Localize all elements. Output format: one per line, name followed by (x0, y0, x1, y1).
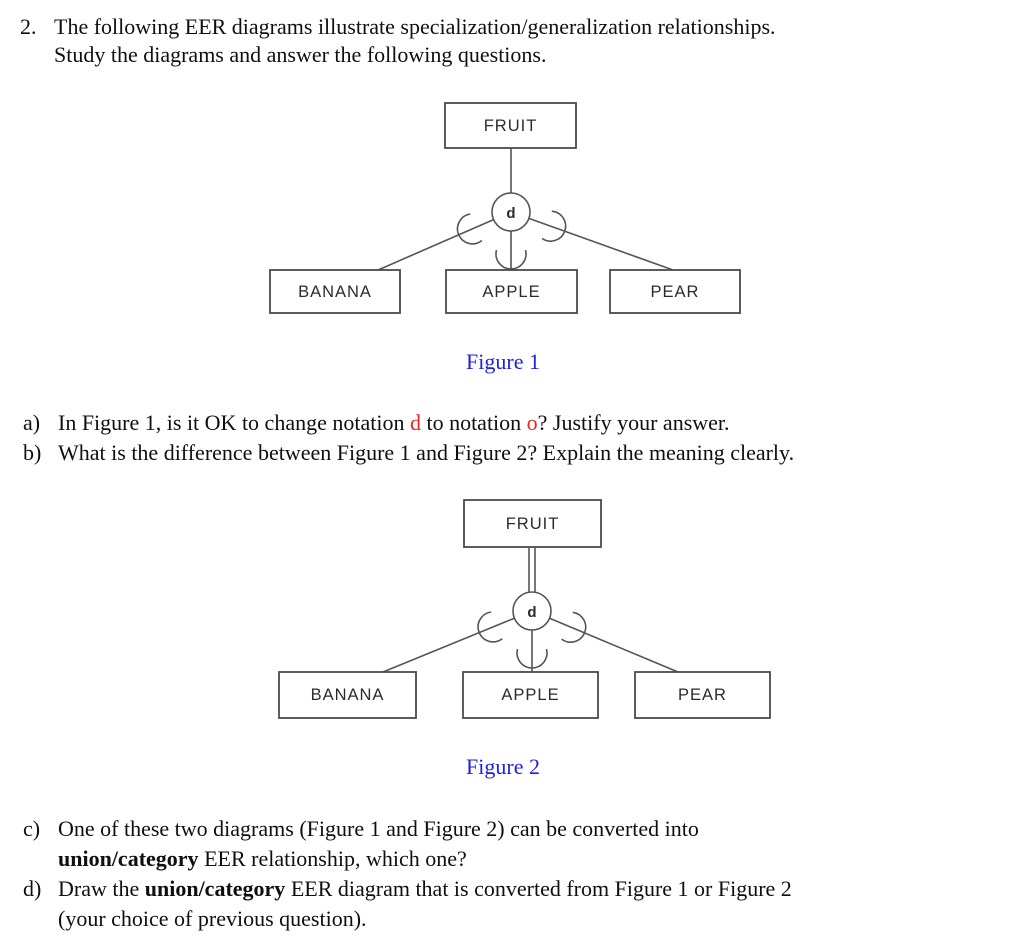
question-a: a) In Figure 1, is it OK to change notati… (23, 408, 730, 437)
intro-line-1: 2. The following EER diagrams illustrate … (20, 12, 776, 41)
question-d-line-2: (your choice of previous question). (58, 904, 367, 933)
question-b: b) What is the difference between Figure … (23, 438, 794, 467)
fig2-subset-arc-apple (516, 648, 548, 669)
fig1-pear-box (609, 269, 741, 314)
fig1-line-pear (528, 217, 674, 271)
question-number: 2. (20, 14, 37, 39)
question-a-text-mid: to notation (420, 410, 527, 435)
fig2-pear-label: PEAR (678, 686, 727, 704)
fig2-line-banana (382, 617, 515, 673)
fig2-fruit-box (463, 499, 602, 548)
question-b-text: What is the difference between Figure 1 … (58, 440, 795, 465)
question-c-bold-term: union/category (58, 846, 199, 871)
fig2-apple-box (462, 671, 599, 719)
question-d-text-post: EER diagram that is converted from Figur… (285, 876, 792, 901)
question-c-text-1: One of these two diagrams (Figure 1 and … (58, 816, 699, 841)
question-c-text-2: EER relationship, which one? (198, 846, 467, 871)
question-a-notation-o: o (526, 410, 538, 435)
intro-line-2: Study the diagrams and answer the follow… (54, 40, 546, 69)
fig1-apple-box (445, 269, 578, 314)
fig1-line-banana (377, 218, 494, 271)
figure-1-eer-diagram: FRUIT d BANANA APPLE PEAR (269, 102, 741, 314)
fig1-apple-label: APPLE (482, 283, 540, 301)
question-c-line-2: union/category EER relationship, which o… (58, 844, 467, 873)
fig1-banana-label: BANANA (298, 283, 372, 301)
figure-1-caption: Figure 1 (466, 349, 540, 374)
question-a-notation-d: d (409, 410, 421, 435)
fig1-subset-arc-banana (456, 213, 483, 245)
fig2-subset-arc-pear (561, 611, 587, 643)
fig2-banana-label: BANANA (311, 686, 385, 704)
fig2-apple-label: APPLE (501, 686, 559, 704)
fig1-pear-label: PEAR (651, 283, 700, 301)
fig1-fruit-label: FRUIT (484, 117, 538, 135)
fig2-line-pear (549, 617, 679, 673)
question-a-label: a) (23, 410, 41, 435)
question-d-text-2: (your choice of previous question). (58, 906, 367, 931)
fig1-subset-arc-pear (541, 210, 567, 242)
intro-text-1: The following EER diagrams illustrate sp… (54, 14, 776, 39)
question-b-label: b) (23, 440, 42, 465)
question-c-line-1: c) One of these two diagrams (Figure 1 an… (23, 814, 699, 843)
fig1-fruit-box (444, 102, 577, 149)
fig2-subset-arc-banana (477, 611, 503, 643)
fig2-disjoint-label: d (527, 604, 536, 621)
figure-2-caption: Figure 2 (466, 754, 540, 779)
question-d-text-pre: Draw the (58, 876, 145, 901)
question-d-bold-term: union/category (144, 876, 286, 901)
question-a-text-post: ? Justify your answer. (537, 410, 730, 435)
fig2-pear-box (634, 671, 771, 719)
fig1-disjoint-label: d (506, 205, 515, 222)
question-c-label: c) (23, 816, 41, 841)
figure-2-eer-diagram: FRUIT d BANANA APPLE PEAR (278, 499, 771, 719)
question-d-line-1: d) Draw the union/category EER diagram th… (23, 874, 792, 903)
fig2-fruit-label: FRUIT (506, 515, 560, 533)
fig1-banana-box (269, 269, 401, 314)
fig2-banana-box (278, 671, 417, 719)
question-a-text-pre: In Figure 1, is it OK to change notation (58, 410, 410, 435)
intro-text-2: Study the diagrams and answer the follow… (54, 42, 547, 67)
question-d-label: d) (23, 876, 42, 901)
fig1-subset-arc-apple (495, 249, 527, 270)
